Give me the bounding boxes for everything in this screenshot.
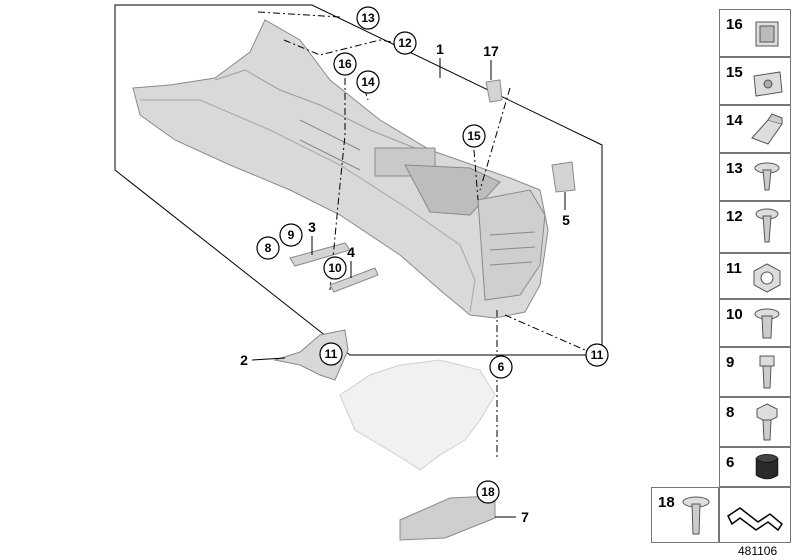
screw-icon [755, 208, 779, 243]
callout-13: 13 [356, 6, 380, 30]
bracket-clip-icon [751, 113, 783, 145]
svg-text:8: 8 [265, 241, 272, 255]
diagram-symbol-cell [719, 487, 791, 543]
label-2-text: 2 [240, 352, 248, 368]
bolt-icon [759, 355, 775, 389]
callout-11-right: 11 [585, 343, 609, 367]
part-cell-6: 6 [719, 447, 791, 487]
part-bracket-17 [485, 79, 503, 103]
svg-text:14: 14 [361, 75, 375, 89]
clip-nut-icon [753, 71, 783, 97]
part-cell-16: 16 [719, 9, 791, 57]
part-number: 6 [726, 454, 735, 471]
svg-text:16: 16 [338, 57, 352, 71]
part-number: 16 [726, 16, 743, 33]
zigzag-arrow-icon [727, 507, 783, 532]
part-cell-10: 10 [719, 299, 791, 347]
screw-icon [754, 162, 780, 191]
part-number: 14 [726, 112, 743, 129]
label-1: 1 [436, 41, 444, 78]
part-number: 12 [726, 208, 743, 225]
label-4-text: 4 [347, 244, 355, 260]
flat-screw-icon [682, 496, 710, 535]
part-number: 10 [726, 306, 743, 323]
svg-text:11: 11 [591, 348, 604, 362]
callout-9: 9 [279, 223, 303, 247]
label-5-text: 5 [562, 212, 570, 228]
part-cell-14: 14 [719, 105, 791, 153]
flange-screw-icon [754, 308, 780, 339]
label-17: 17 [483, 43, 499, 80]
part-cell-9: 9 [719, 347, 791, 397]
hex-bolt-icon [756, 403, 778, 441]
label-17-text: 17 [483, 43, 499, 59]
part-cell-15: 15 [719, 57, 791, 105]
assembly-lines [257, 11, 586, 460]
exploded-view-diagram: 1 17 5 3 4 2 7 13 12 16 14 15 [114, 4, 609, 541]
clip-nut-icon [755, 21, 779, 47]
callout-10: 10 [323, 256, 347, 280]
label-2: 2 [240, 352, 286, 368]
svg-text:18: 18 [481, 485, 495, 499]
svg-text:6: 6 [498, 360, 505, 374]
callout-16: 16 [333, 52, 357, 76]
part-number: 18 [658, 494, 675, 511]
callout-6: 6 [489, 355, 513, 379]
callout-12: 12 [393, 31, 417, 55]
part-bracket-3 [289, 242, 351, 267]
label-7: 7 [495, 509, 529, 525]
label-1-text: 1 [436, 41, 444, 57]
diagram-code: 481106 [738, 544, 778, 558]
label-5: 5 [562, 192, 570, 228]
label-3-text: 3 [308, 219, 316, 235]
part-number: 9 [726, 354, 735, 371]
callout-8: 8 [256, 236, 280, 260]
label-7-text: 7 [521, 509, 529, 525]
label-3: 3 [308, 219, 316, 255]
rubber-buffer-icon [755, 454, 779, 480]
callout-15: 15 [462, 124, 486, 148]
part-number: 13 [726, 160, 743, 177]
label-4: 4 [347, 244, 355, 278]
part-bracket-5 [551, 161, 576, 193]
part-number: 8 [726, 404, 735, 421]
part-cell-13: 13 [719, 153, 791, 201]
svg-text:12: 12 [398, 36, 412, 50]
callout-18: 18 [476, 480, 500, 504]
hex-nut-icon [753, 263, 781, 293]
center-console-body [132, 19, 549, 319]
part-cell-11: 11 [719, 253, 791, 299]
callout-14: 14 [356, 70, 380, 94]
part-mat-7 [399, 495, 496, 541]
callout-11-bracket: 11 [319, 342, 343, 366]
svg-text:11: 11 [325, 347, 338, 361]
part-number: 15 [726, 64, 743, 81]
part-bracket-4 [329, 267, 379, 293]
part-number: 11 [726, 260, 742, 277]
part-cell-18: 18 [651, 487, 719, 543]
svg-text:13: 13 [361, 11, 375, 25]
part-cell-12: 12 [719, 201, 791, 253]
svg-text:10: 10 [328, 261, 342, 275]
transmission-tunnel-ghost [339, 359, 496, 471]
svg-text:9: 9 [288, 228, 295, 242]
svg-text:15: 15 [467, 129, 481, 143]
part-cell-8: 8 [719, 397, 791, 447]
